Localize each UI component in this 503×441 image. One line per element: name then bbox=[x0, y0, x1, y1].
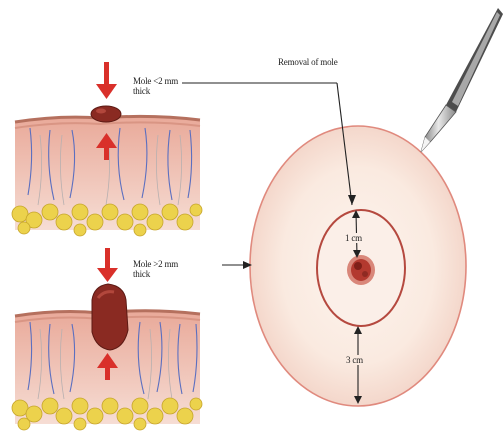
depth-arrow-down-thin bbox=[96, 62, 117, 99]
thick-mole bbox=[92, 284, 128, 350]
inner-margin-label: 1 cm bbox=[345, 233, 362, 243]
removal-label: Removal of mole bbox=[278, 57, 338, 67]
outer-margin-label: 3 cm bbox=[346, 355, 363, 365]
thin-mole bbox=[91, 106, 121, 122]
thin-mole-label: Mole <2 mm thick bbox=[133, 76, 178, 96]
depth-arrow-down-thick bbox=[97, 248, 118, 282]
thick-mole-label: Mole >2 mm thick bbox=[133, 259, 178, 279]
excised-mole bbox=[347, 255, 375, 285]
scalpel-icon bbox=[421, 8, 503, 152]
